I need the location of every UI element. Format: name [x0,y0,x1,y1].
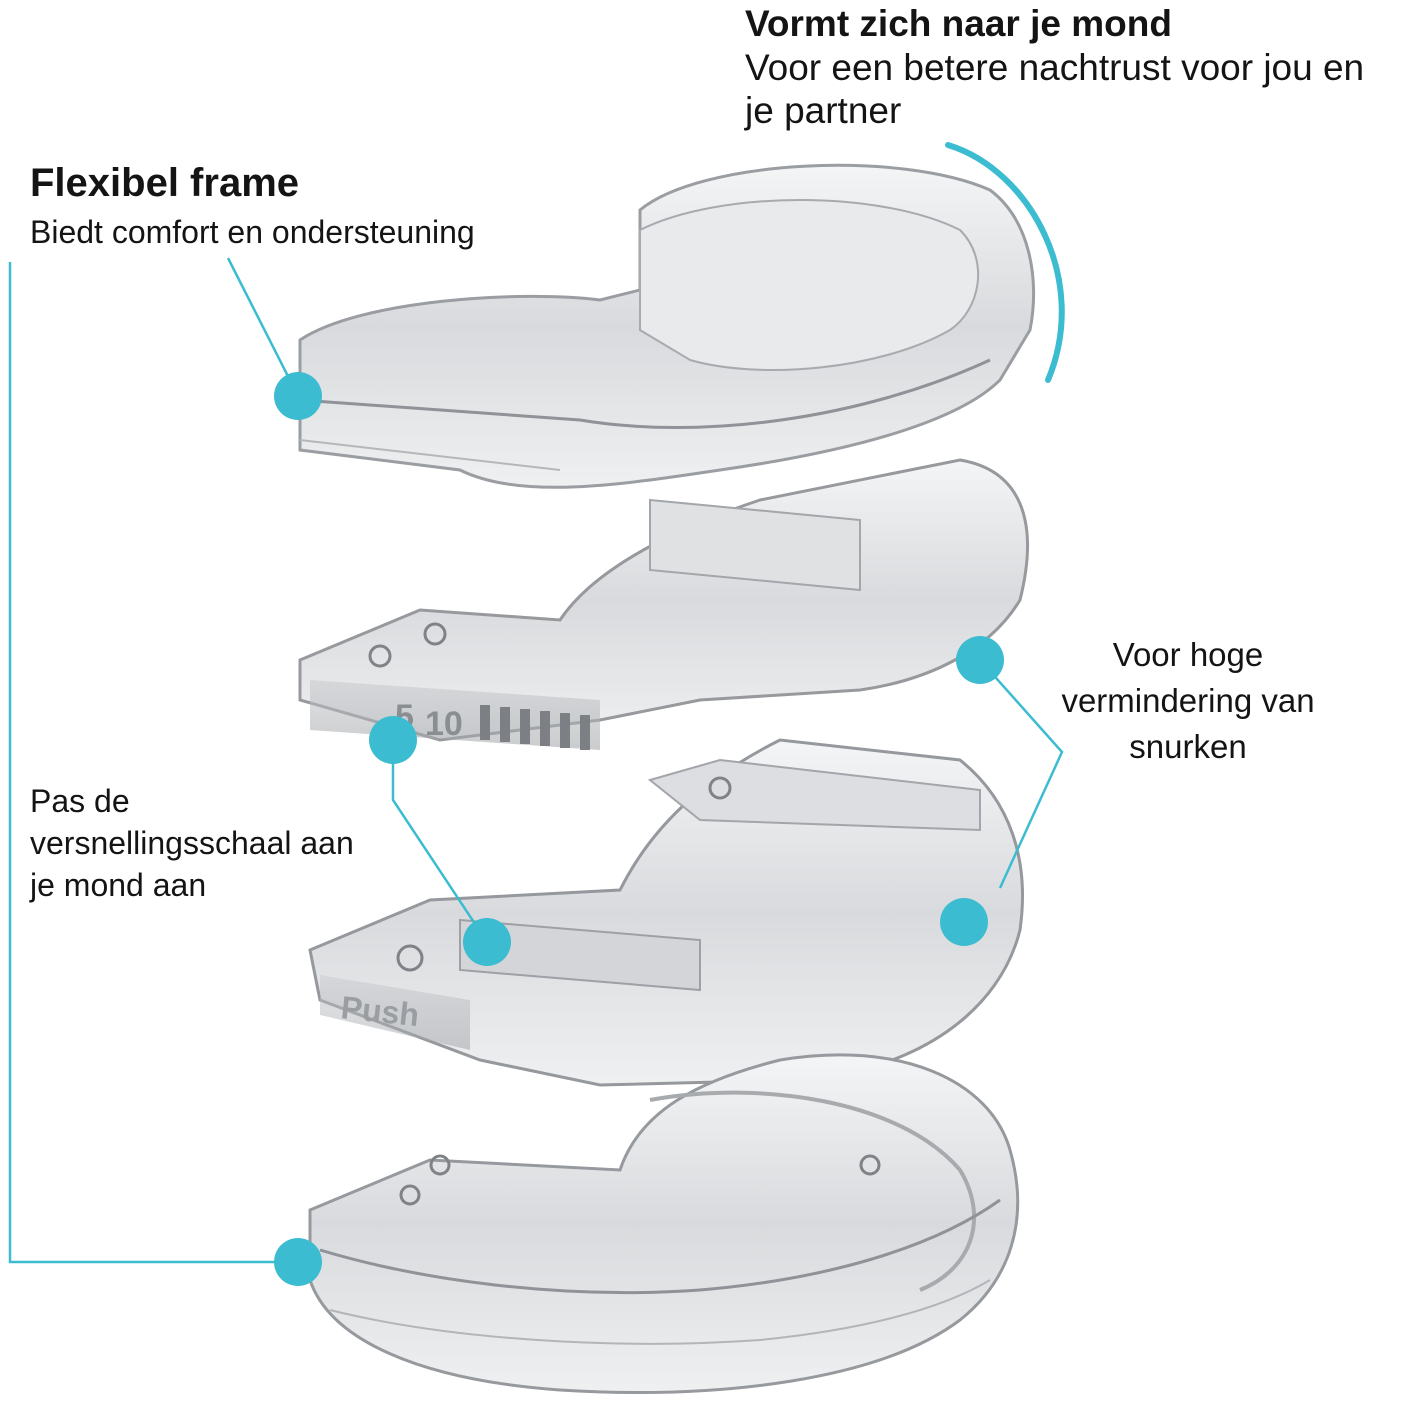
push-plate-tab [647,758,981,832]
bottom-tray-hole [429,1154,451,1176]
push-plate-hole [708,776,732,800]
mouthguard-top-frame [298,163,1036,489]
scale-marking-10: 10 [425,705,463,743]
top-frame-lower-edge [299,439,561,471]
callout-dot-scale [369,716,417,764]
push-marking: Push [339,989,421,1033]
callout-dot-slider [463,918,511,966]
callout-dots [274,372,1004,1286]
top-frame-channel [639,199,980,371]
bottom-tray-edge [319,1198,1001,1295]
push-plate-slider [459,918,701,992]
mouthguard-push-plate: Push [308,738,1024,1087]
bottom-tray-body [308,1053,1020,1394]
scale-adjust-note: Pas de versnellingsschaal aan je mond aa… [30,783,354,903]
bottom-tray-lower-edge [329,1279,991,1345]
top-frame-edge [299,358,991,429]
flexible-frame-subtitle: Biedt comfort en ondersteuning [30,214,475,250]
bottom-tray-hole [399,1184,421,1206]
snoring-leader [979,659,1064,889]
callout-dot-frame [274,372,322,420]
conform-subtitle: Voor een betere nachtrust voor jou en je… [745,47,1365,131]
bottom-tray-hole [859,1154,881,1176]
callout-dot-snoring-bottom [940,898,988,946]
callout-dot-bottom-tray [274,1238,322,1286]
bottom-tray-ridge [649,1090,977,1292]
push-plate-front [320,975,470,1050]
scale-ticks [480,705,590,750]
snoring-reduction-note: Voor hoge vermindering van snurken [1061,636,1315,765]
scale-plate-hole [423,622,447,646]
callout-dot-snoring-top [956,636,1004,684]
flexible-frame-title: Flexibel frame [30,161,300,205]
scale-plate-hole [368,644,392,668]
conform-title: Vormt zich naar je mond [745,3,1172,44]
push-plate-hole [396,944,424,972]
frame-bracket-line [8,262,298,1264]
mouthguard-bottom-tray [308,1053,1020,1394]
scale-plate-block [649,498,861,592]
flex-frame-leader [226,257,300,397]
mouthguard-scale-plate: 5 10 [298,458,1029,750]
conform-arc [945,142,1065,383]
